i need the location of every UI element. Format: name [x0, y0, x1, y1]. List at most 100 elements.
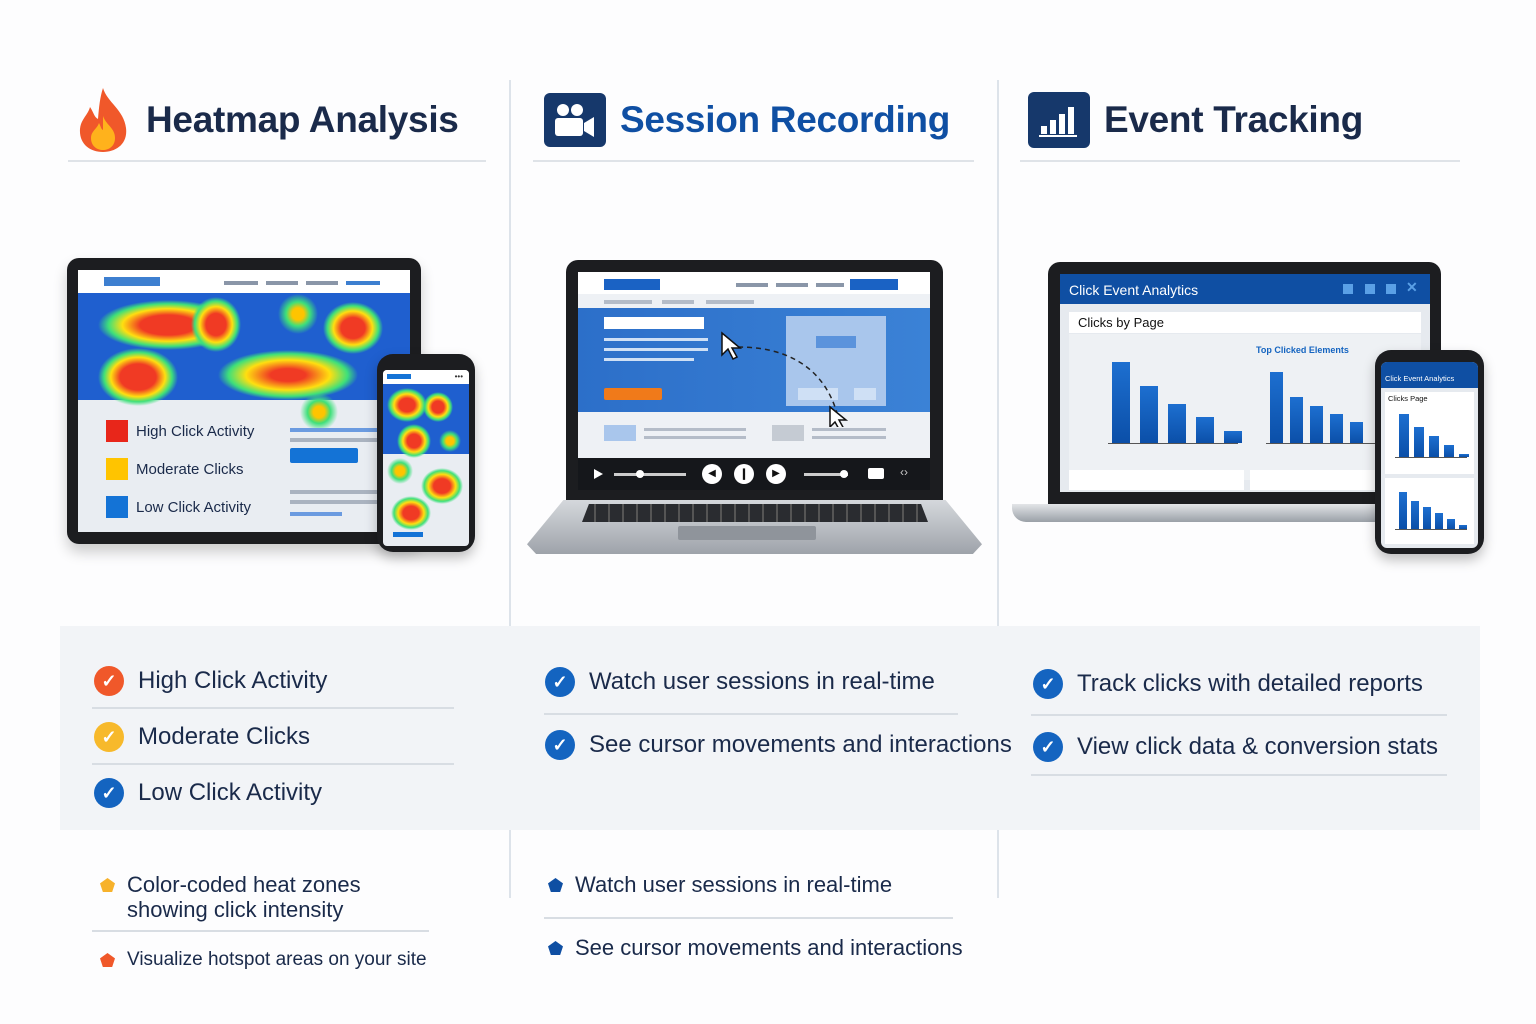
phone-device: Click Event Analytics Clicks Page — [1375, 350, 1484, 554]
checklist-item: ✓ View click data & conversion stats — [1033, 732, 1438, 762]
bar-chart-icon — [1028, 92, 1090, 148]
clicks-by-page-chart — [1108, 358, 1242, 444]
chart-bar — [1435, 513, 1443, 529]
analytics-window: Click Event Analytics ✕ Clicks by Page T… — [1060, 274, 1430, 492]
chart-bar — [1447, 519, 1455, 529]
checklist-text: See cursor movements and interactions — [589, 731, 1012, 758]
legend-item: Low Click Activity — [106, 496, 251, 518]
phone-title: Click Event Analytics — [1381, 362, 1478, 388]
checklist-item: ✓ High Click Activity — [94, 666, 327, 696]
chart-bar — [1140, 386, 1158, 443]
tablet-screen: High Click Activity Moderate Clicks Low … — [78, 270, 410, 532]
subchart-title: Top Clicked Elements — [1256, 345, 1349, 355]
bullet-text: Color-coded heat zones showing click int… — [127, 872, 361, 922]
checklist-text: Watch user sessions in real-time — [589, 668, 935, 695]
play-icon[interactable] — [594, 469, 603, 479]
chart-bar — [1429, 436, 1439, 457]
restore-icon[interactable] — [1365, 284, 1375, 294]
header-rule — [533, 160, 974, 162]
maximize-icon[interactable] — [1386, 284, 1396, 294]
flame-icon — [79, 88, 127, 152]
legend-item: Moderate Clicks — [106, 458, 244, 480]
rewind-button[interactable]: ◀ — [702, 464, 722, 484]
checklist-text: Track clicks with detailed reports — [1077, 670, 1423, 697]
pentagon-bullet-icon — [548, 878, 563, 892]
volume-slider[interactable] — [804, 470, 848, 478]
close-icon[interactable]: ✕ — [1406, 279, 1418, 295]
checklist-text: View click data & conversion stats — [1077, 733, 1439, 760]
checklist-text: Low Click Activity — [138, 779, 323, 806]
chart-bar — [1112, 362, 1130, 443]
laptop-base — [1012, 504, 1392, 522]
checklist-item: ✓ Low Click Activity — [94, 778, 322, 808]
checklist-item: ✓ Track clicks with detailed reports — [1033, 669, 1423, 699]
cursor-path — [721, 331, 849, 427]
cursor-icon — [721, 331, 743, 361]
column-divider — [997, 80, 999, 898]
check-circle-icon: ✓ — [94, 666, 124, 696]
check-circle-icon: ✓ — [545, 667, 575, 697]
bullet-text: Watch user sessions in real-time — [575, 872, 893, 897]
column-title: Heatmap Analysis — [146, 99, 459, 140]
chart-bar — [1350, 422, 1363, 443]
settings-icon[interactable]: ‹› — [900, 465, 908, 479]
checklist-item: ✓See cursor movements and interactions — [545, 730, 1012, 760]
bullet-item: Color-coded heat zones showing click int… — [100, 872, 361, 922]
check-circle-icon: ✓ — [94, 778, 124, 808]
check-circle-icon: ✓ — [94, 722, 124, 752]
minimize-icon[interactable] — [1343, 284, 1353, 294]
phone-chart — [1395, 490, 1467, 530]
window-title: Click Event Analytics — [1069, 282, 1199, 298]
bullet-item: See cursor movements and interactions — [548, 935, 963, 960]
tablet-device: High Click Activity Moderate Clicks Low … — [67, 258, 421, 544]
event-header: Event Tracking — [1028, 85, 1363, 155]
pentagon-bullet-icon — [100, 953, 115, 967]
chart-bar — [1196, 417, 1214, 443]
panel-title: Clicks by Page — [1069, 312, 1421, 333]
fullscreen-icon[interactable] — [868, 468, 884, 479]
bullet-item: Watch user sessions in real-time — [548, 872, 892, 897]
bullet-item: Visualize hotspot areas on your site — [100, 947, 427, 972]
column-title: Session Recording — [620, 99, 951, 140]
chart-bar — [1444, 445, 1454, 457]
column-title: Event Tracking — [1104, 99, 1364, 140]
seek-slider[interactable] — [614, 470, 686, 478]
phone-chart — [1395, 412, 1469, 458]
chart-bar — [1330, 413, 1343, 443]
laptop-device: Click Event Analytics ✕ Clicks by Page T… — [1048, 262, 1441, 506]
playback-controls[interactable]: ◀ ❙ ▶ ‹› — [578, 458, 930, 490]
chart-bar — [1270, 371, 1283, 443]
legend-item: High Click Activity — [106, 420, 254, 442]
bullet-text: Visualize hotspot areas on your site — [127, 949, 427, 970]
pause-button[interactable]: ❙ — [734, 464, 754, 484]
chart-bar — [1414, 427, 1424, 457]
laptop-device: ◀ ❙ ▶ ‹› — [566, 260, 943, 502]
header-rule — [68, 160, 486, 162]
window-titlebar: Click Event Analytics ✕ — [1060, 274, 1430, 304]
checklist-text: Moderate Clicks — [138, 723, 311, 750]
check-circle-icon: ✓ — [1033, 669, 1063, 699]
chart-bar — [1310, 405, 1323, 443]
keyboard — [582, 504, 928, 522]
checklist-item: ✓ Watch user sessions in real-time — [545, 667, 935, 697]
feature-band — [60, 626, 1480, 830]
checklist-text: High Click Activity — [138, 667, 328, 694]
chart-bar — [1411, 501, 1419, 529]
chart-bar — [1423, 506, 1431, 529]
chart-bar — [1459, 524, 1467, 529]
chart-bar — [1399, 414, 1409, 457]
pentagon-bullet-icon — [100, 878, 115, 892]
bullet-text: See cursor movements and interactions — [575, 935, 963, 960]
trackpad — [678, 526, 816, 540]
chart-bar — [1168, 404, 1186, 443]
check-circle-icon: ✓ — [1033, 732, 1063, 762]
site-nav — [78, 270, 410, 293]
video-camera-icon — [544, 93, 606, 147]
chart-bar — [1224, 430, 1242, 443]
phone-device: ••• — [377, 354, 475, 552]
chart-bar — [1290, 397, 1303, 443]
forward-button[interactable]: ▶ — [766, 464, 786, 484]
session-header: Session Recording — [544, 85, 950, 155]
cursor-icon — [829, 405, 849, 427]
header-rule — [1020, 160, 1460, 162]
